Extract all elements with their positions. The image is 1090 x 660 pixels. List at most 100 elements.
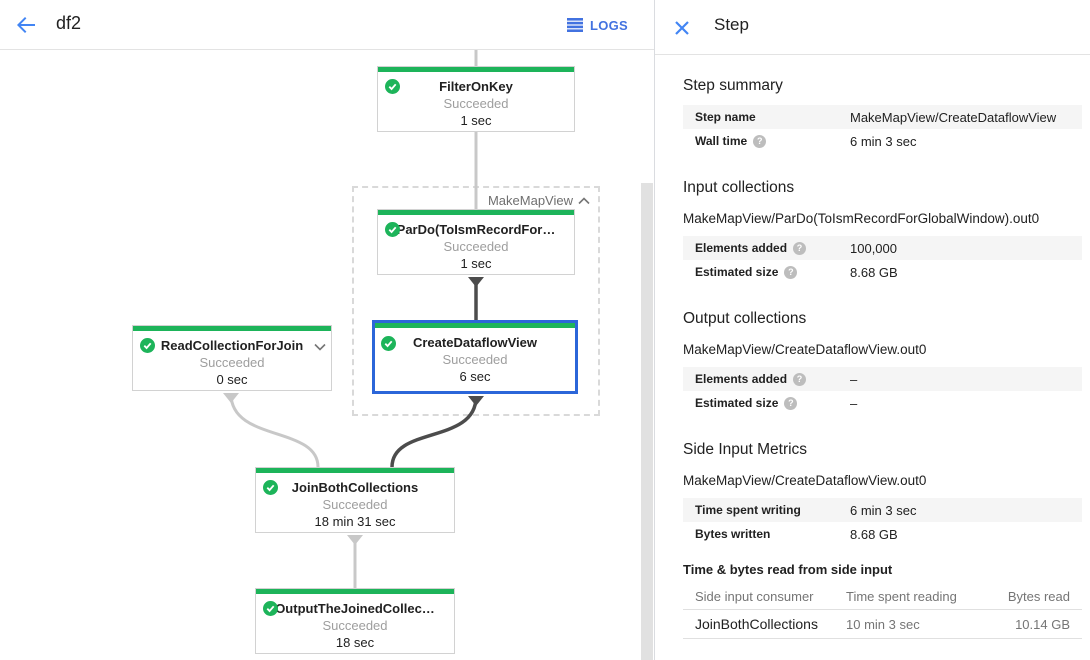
metric-label: Estimated size ? (695, 396, 850, 410)
metric-label: Step name (695, 110, 850, 124)
success-check-icon (385, 79, 400, 94)
node-title: JoinBothCollections (291, 480, 419, 495)
back-arrow-icon (17, 17, 35, 33)
column-header: Time spent reading (846, 588, 957, 604)
edge (390, 396, 478, 468)
table-row: JoinBothCollections 10 min 3 sec 10.14 G… (683, 609, 1082, 639)
metric-value: 6 min 3 sec (850, 133, 917, 149)
help-icon[interactable]: ? (753, 134, 767, 148)
section-heading: Input collections (683, 179, 795, 196)
step-details-panel: Step Step summary Step name MakeMapView/… (655, 0, 1090, 660)
metric-label: Elements added ? (695, 241, 850, 255)
metric-label: Bytes written (695, 527, 850, 541)
back-button[interactable] (12, 11, 40, 39)
node-status-bar (133, 326, 331, 331)
cell-time-reading: 10 min 3 sec (846, 616, 920, 632)
column-header: Side input consumer (695, 588, 814, 604)
job-title: df2 (56, 13, 82, 33)
close-panel-button[interactable] (672, 18, 692, 38)
node-status-bar (375, 323, 575, 328)
metric-row: Elements added ? 100,000 (683, 236, 1082, 260)
metric-label-text: Time spent writing (695, 503, 801, 517)
panel-body: Step summary Step name MakeMapView/Creat… (655, 55, 1090, 639)
section-step-summary: Step summary Step name MakeMapView/Creat… (683, 77, 1082, 153)
node-filteronkey[interactable]: FilterOnKey Succeeded 1 sec (377, 66, 575, 132)
job-graph-canvas[interactable]: MakeMapView FilterOnKey Succeeded 1 (0, 50, 654, 660)
section-input-collections: Input collections MakeMapView/ParDo(ToIs… (683, 179, 1082, 284)
chevron-up-icon (578, 196, 590, 204)
node-time: 18 min 31 sec (314, 514, 396, 529)
node-outputthejoinedcollection[interactable]: OutputTheJoinedCollec… Succeeded 18 sec (255, 588, 455, 654)
metric-value: MakeMapView/CreateDataflowView (850, 109, 1057, 125)
help-icon[interactable]: ? (793, 241, 807, 255)
metric-row: Estimated size ? 8.68 GB (683, 260, 1082, 284)
metric-label-text: Estimated size (695, 396, 779, 410)
metric-label-text: Bytes written (695, 527, 771, 541)
metric-value: 6 min 3 sec (850, 502, 917, 518)
metric-label: Estimated size ? (695, 265, 850, 279)
section-heading: Step summary (683, 77, 783, 94)
panel-divider (654, 0, 655, 660)
metric-value: 100,000 (850, 240, 897, 256)
metric-row: Estimated size ? – (683, 391, 1082, 415)
metric-row: Time spent writing 6 min 3 sec (683, 498, 1082, 522)
node-time: 1 sec (460, 113, 492, 128)
section-side-input-metrics: Side Input Metrics MakeMapView/CreateDat… (683, 441, 1082, 639)
metric-row: Bytes written 8.68 GB (683, 522, 1082, 546)
node-time: 0 sec (216, 372, 248, 387)
panel-header: Step (655, 0, 1090, 55)
node-status: Succeeded (443, 96, 509, 111)
success-check-icon (140, 338, 155, 353)
table-heading: Time & bytes read from side input (683, 562, 893, 577)
logs-icon (566, 18, 583, 32)
panel-title: Step (714, 15, 749, 34)
metric-label: Wall time ? (695, 134, 850, 148)
node-time: 1 sec (460, 256, 492, 271)
help-icon[interactable]: ? (793, 372, 807, 386)
logs-button[interactable]: LOGS (566, 15, 628, 35)
table-header-row: Side input consumer Time spent reading B… (683, 583, 1082, 609)
section-output-collections: Output collections MakeMapView/CreateDat… (683, 310, 1082, 415)
help-icon[interactable]: ? (784, 265, 798, 279)
section-heading: Output collections (683, 310, 807, 327)
node-status: Succeeded (322, 618, 388, 633)
edge (229, 393, 320, 468)
group-label: MakeMapView (487, 193, 573, 208)
metric-label: Elements added ? (695, 372, 850, 386)
section-heading: Side Input Metrics (683, 441, 808, 458)
node-title: FilterOnKey (439, 79, 513, 94)
metric-value: – (850, 371, 858, 387)
node-status-bar (256, 589, 454, 594)
metric-row: Step name MakeMapView/CreateDataflowView (683, 105, 1082, 129)
close-icon (675, 21, 689, 35)
node-time: 6 sec (459, 369, 491, 384)
node-status-bar (378, 67, 574, 72)
logs-label: LOGS (589, 17, 628, 33)
metric-row: Elements added ? – (683, 367, 1082, 391)
node-title: OutputTheJoinedCollec… (275, 601, 435, 616)
metric-value: 8.68 GB (850, 526, 898, 542)
node-joinbothcollections[interactable]: JoinBothCollections Succeeded 18 min 31 … (255, 467, 455, 533)
graph-vertical-scrollbar[interactable] (641, 183, 653, 660)
metric-row: Wall time ? 6 min 3 sec (683, 129, 1082, 153)
metric-value: 8.68 GB (850, 264, 898, 280)
node-status-bar (378, 210, 574, 215)
success-check-icon (381, 336, 396, 351)
node-pardo-toismrecord[interactable]: ParDo(ToIsmRecordFor… Succeeded 1 sec (377, 209, 575, 275)
metric-label: Time spent writing (695, 503, 850, 517)
metric-label-text: Step name (695, 110, 756, 124)
success-check-icon (263, 480, 278, 495)
node-title: ParDo(ToIsmRecordFor… (396, 222, 556, 237)
success-check-icon (263, 601, 278, 616)
node-status: Succeeded (442, 352, 508, 367)
node-status: Succeeded (443, 239, 509, 254)
group-makemapview-toggle[interactable]: MakeMapView (488, 193, 590, 208)
node-readcollectionforjoin[interactable]: ReadCollectionForJoin Succeeded 0 sec (132, 325, 332, 391)
chevron-down-icon (314, 343, 326, 351)
node-title: ReadCollectionForJoin (160, 338, 304, 353)
node-createdataflowview-selected[interactable]: CreateDataflowView Succeeded 6 sec (372, 320, 578, 394)
node-status: Succeeded (199, 355, 265, 370)
metric-label-text: Estimated size (695, 265, 779, 279)
expand-node-button[interactable] (314, 338, 326, 356)
help-icon[interactable]: ? (784, 396, 798, 410)
